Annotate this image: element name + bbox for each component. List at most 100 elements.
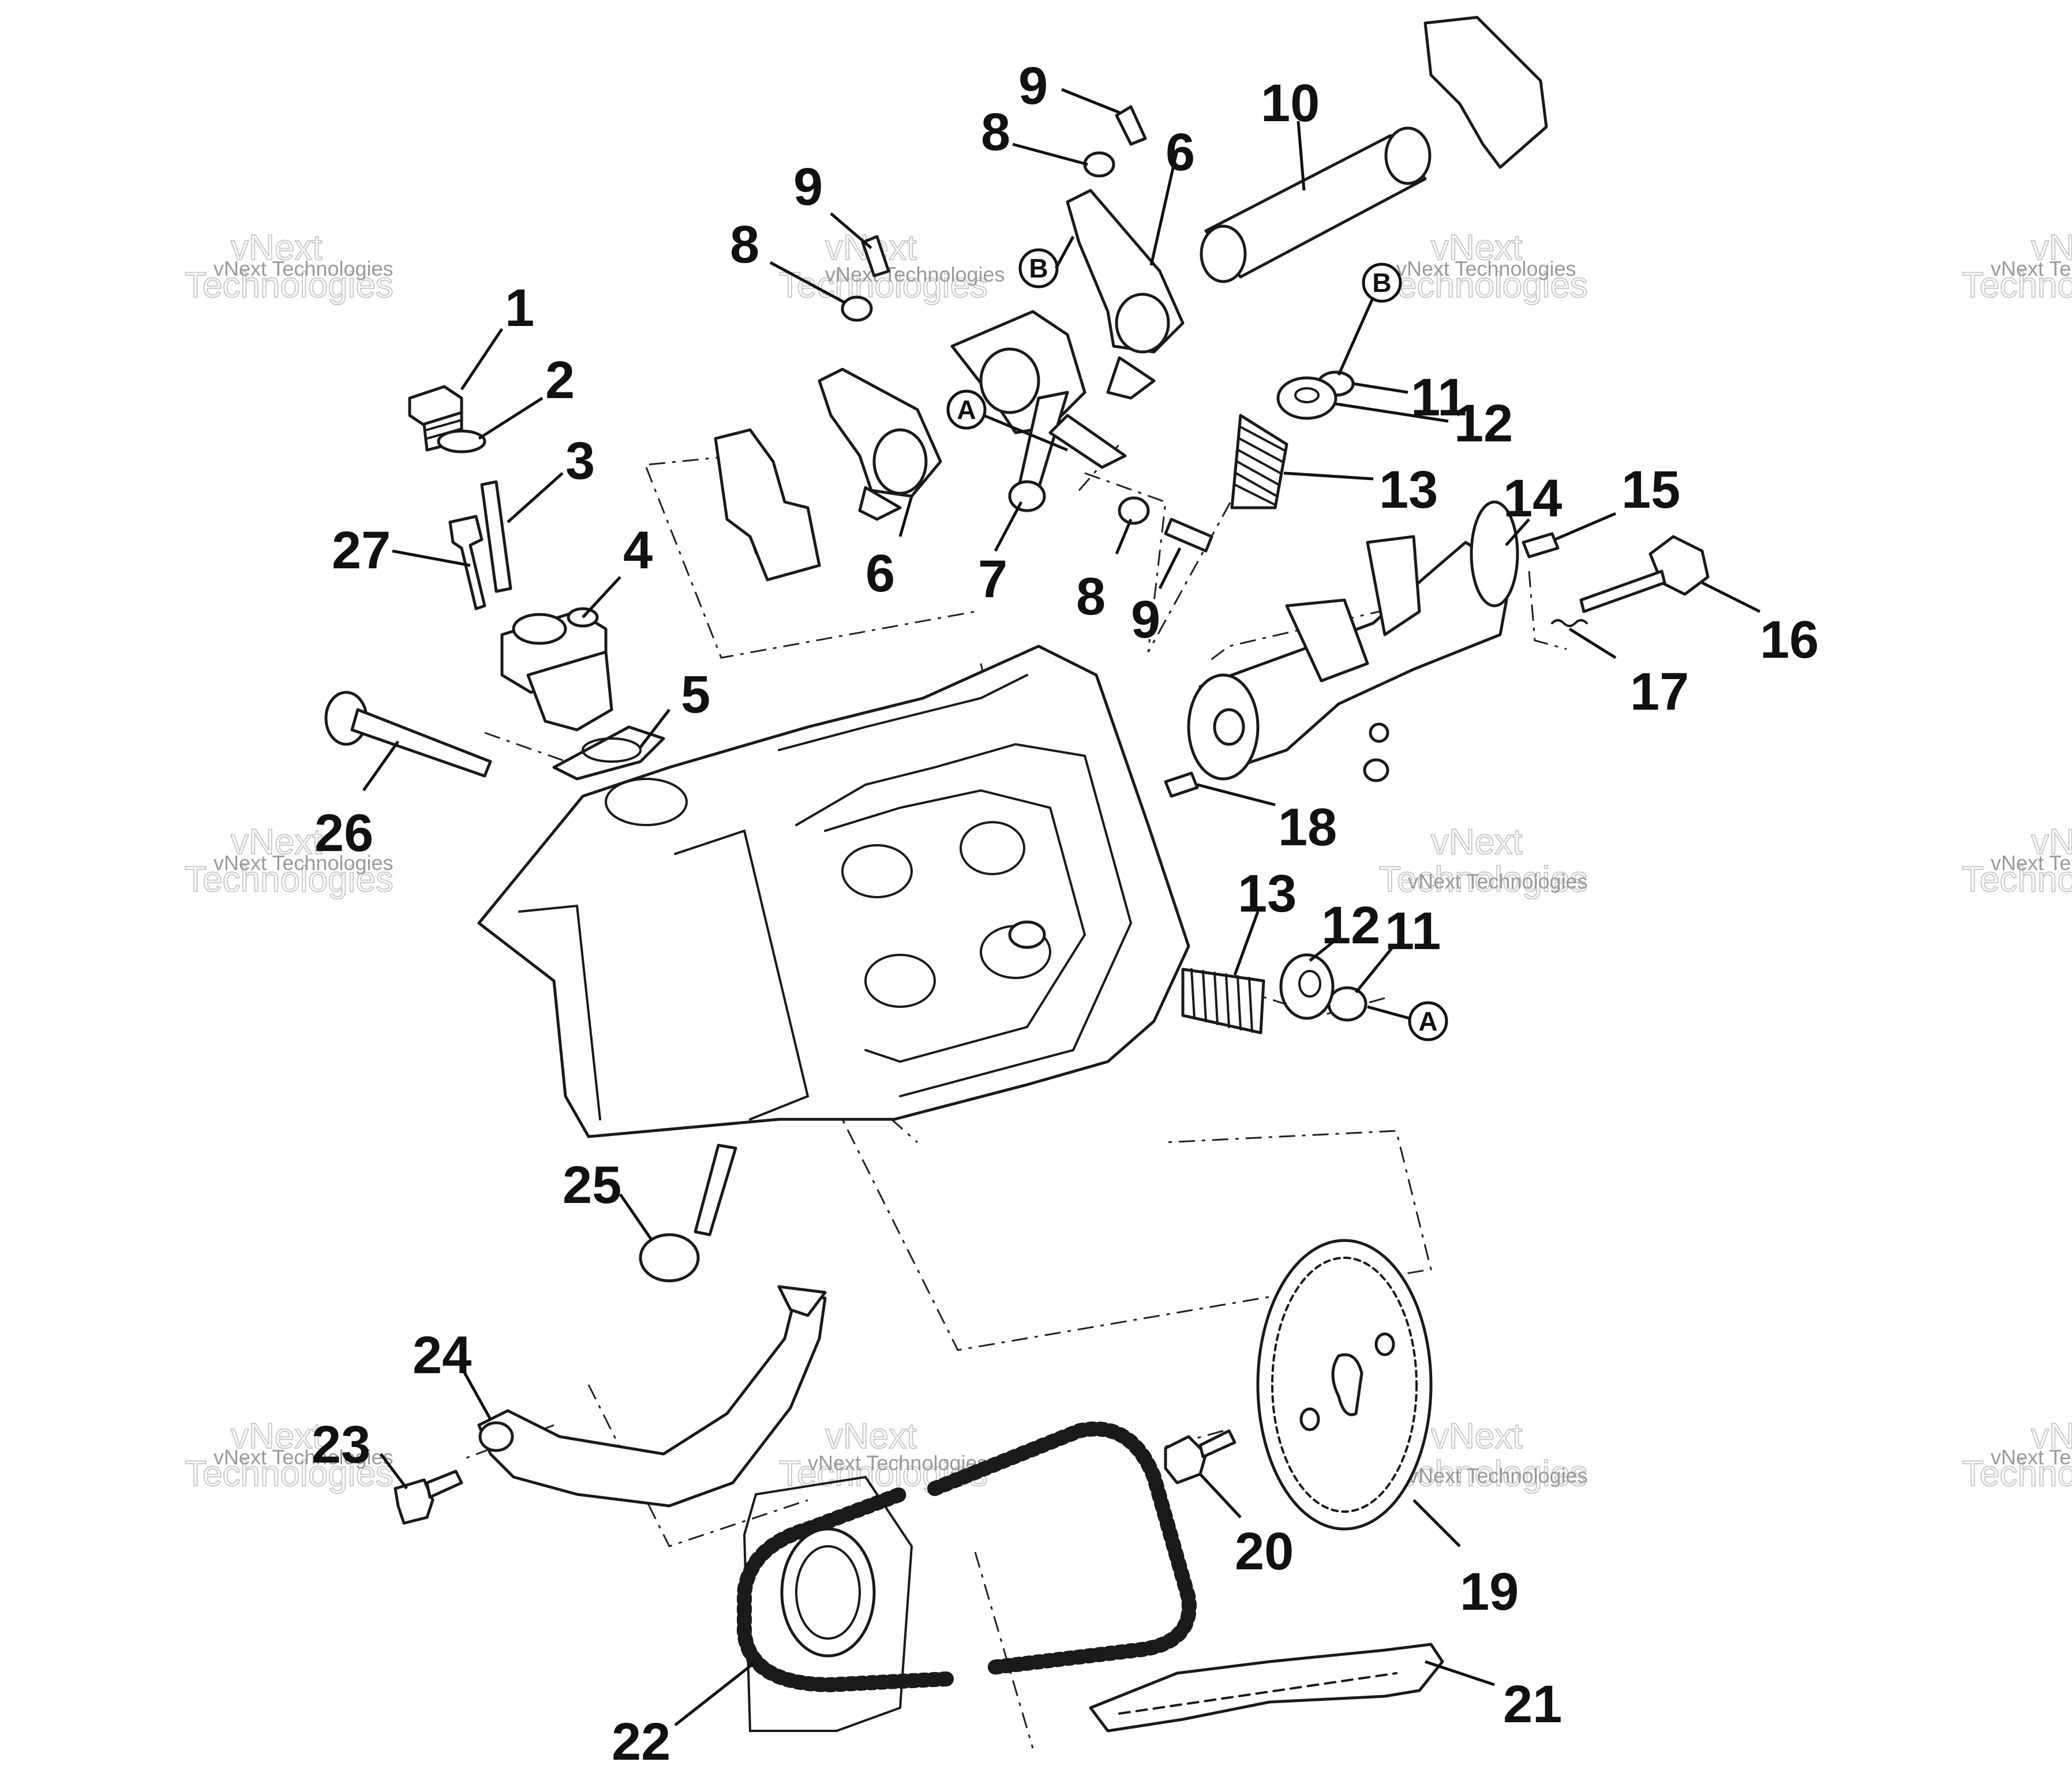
watermark-line1: vNext	[1431, 822, 1522, 862]
callout-11-lower: 11	[1385, 902, 1441, 961]
part-3-stud	[480, 480, 512, 593]
watermark-line1: vNext	[1431, 1416, 1522, 1456]
callout-1: 1	[505, 279, 534, 338]
watermark-small: vNext Technologies	[1991, 851, 2072, 875]
callout-11-upper: 11	[1411, 368, 1467, 427]
part-24-chain-guide	[477, 1285, 827, 1508]
part-8-nut-low	[1118, 496, 1150, 525]
callout-14: 14	[1503, 469, 1562, 528]
watermark-line1: vNext	[825, 1416, 916, 1456]
part-13-spring-lower	[1181, 968, 1265, 1034]
callout-27: 27	[332, 521, 391, 580]
watermark-small: vNext Technologies	[1408, 1464, 1588, 1487]
part-cam-bracket	[714, 428, 821, 582]
callout-12-upper: 12	[1454, 394, 1513, 453]
watermark-line1: vNext	[2031, 228, 2072, 268]
callout-16: 16	[1760, 610, 1819, 669]
callout-24: 24	[413, 1326, 471, 1385]
reference-marks: B B A A	[946, 248, 1448, 1041]
watermark: vNext Technologies vNext Technologies	[1961, 822, 2072, 900]
callout-5: 5	[681, 665, 710, 724]
watermark-line2: Technologies	[1962, 860, 2072, 899]
part-21-chain-guide	[1089, 1643, 1444, 1733]
watermark: vNext Technologies vNext Technologies	[184, 227, 394, 306]
callout-17: 17	[1630, 662, 1689, 721]
part-12-retainer-upper	[1276, 376, 1337, 420]
watermark: vNext Technologies vNext Technologies	[1378, 822, 1588, 900]
callout-15: 15	[1621, 460, 1680, 519]
part-15-pin	[1522, 532, 1560, 558]
part-18-dowel	[1164, 771, 1199, 798]
callout-12-lower: 12	[1321, 896, 1380, 955]
callout-10: 10	[1261, 74, 1320, 133]
reference-mark-label: B	[1372, 268, 1391, 298]
part-11-keeper-lower	[1327, 986, 1367, 1022]
callout-6-upper: 6	[1166, 123, 1195, 182]
cylinder-head	[477, 644, 1190, 1138]
part-12-retainer-lower	[1279, 953, 1335, 1020]
watermark-line1: vNext	[1431, 228, 1522, 268]
reference-mark-b: B	[1018, 248, 1059, 288]
watermark-small: vNext Technologies	[1396, 257, 1576, 280]
watermark-line1: vNext	[2031, 822, 2072, 862]
part-19-cam-sprocket	[1256, 1239, 1433, 1531]
part-26-valve	[324, 691, 492, 778]
reference-mark-b: B	[1362, 263, 1402, 303]
watermark-line1: vNext	[231, 822, 322, 862]
callout-8-mid: 8	[730, 215, 759, 274]
part-2-washer	[437, 429, 486, 453]
watermark-line2: Technologies	[1379, 265, 1588, 305]
watermark: vNext Technologies vNext Technologies	[1378, 227, 1588, 306]
reference-mark-a: A	[946, 389, 987, 430]
part-13-spring-upper	[1230, 414, 1288, 509]
part-6-rocker-arm-lower	[818, 368, 942, 521]
callout-25: 25	[563, 1156, 621, 1215]
watermark-small: vNext Technologies	[1991, 1445, 2072, 1469]
watermark-small: vNext Technologies	[808, 1451, 988, 1475]
watermark-line2: Technologies	[185, 265, 394, 305]
part-top-bracket	[1423, 16, 1548, 169]
reference-mark-a: A	[1408, 1001, 1448, 1041]
watermark: vNext Technologies vNext Technologies	[184, 822, 394, 900]
parts	[324, 16, 1710, 1733]
watermark-small: vNext Technologies	[213, 851, 394, 875]
part-7-rocker-assembly	[950, 310, 1127, 512]
part-27-bolt	[448, 515, 486, 610]
watermark-line2: Technologies	[185, 1454, 394, 1494]
watermark-line1: vNext	[231, 228, 322, 268]
callout-18: 18	[1278, 798, 1337, 857]
watermark-line1: vNext	[231, 1416, 322, 1456]
callout-8-low: 8	[1076, 567, 1106, 626]
part-16-decompressor	[1579, 535, 1710, 613]
callout-9-mid: 9	[793, 158, 823, 216]
watermark-line1: vNext	[2031, 1416, 2072, 1456]
watermark-line2: Technologies	[185, 860, 394, 899]
part-8-nut-mid	[841, 295, 873, 322]
callout-7: 7	[978, 550, 1007, 609]
watermark: vNext Technologies vNext Technologies	[1961, 227, 2072, 306]
callout-3: 3	[565, 432, 595, 490]
watermark-small: vNext Technologies	[213, 257, 394, 280]
watermark-small: vNext Technologies	[825, 263, 1005, 286]
part-8-nut-top	[1083, 151, 1115, 178]
callout-9-low: 9	[1131, 590, 1160, 649]
callout-23: 23	[312, 1415, 370, 1474]
callout-9-top: 9	[1018, 57, 1048, 115]
part-17-spring	[1551, 619, 1588, 627]
callout-26: 26	[314, 804, 373, 863]
reference-mark-label: A	[957, 395, 976, 425]
callout-22: 22	[612, 1712, 670, 1771]
part-10-rocker-shaft	[1200, 126, 1432, 283]
callout-19: 19	[1460, 1562, 1519, 1621]
part-4-tensioner	[500, 607, 613, 732]
watermark-small: vNext Technologies	[1408, 869, 1588, 893]
part-9-adjuster-low	[1164, 518, 1213, 553]
reference-mark-label: A	[1418, 1006, 1437, 1036]
callout-21: 21	[1503, 1675, 1562, 1734]
callout-4: 4	[623, 521, 653, 580]
watermark-small: vNext Technologies	[1991, 257, 2072, 280]
part-6-rocker-arm-upper	[1066, 189, 1185, 400]
callout-8-top: 8	[981, 103, 1010, 162]
watermark-small: vNext Technologies	[213, 1445, 394, 1469]
reference-mark-label: B	[1029, 253, 1048, 283]
